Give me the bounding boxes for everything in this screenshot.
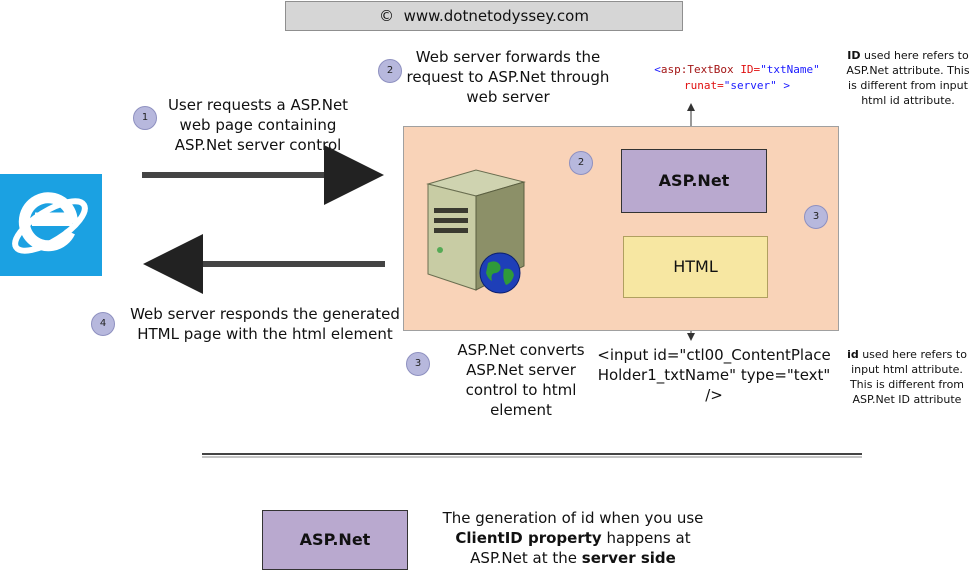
copyright-banner: © www.dotnetodyssey.com bbox=[285, 1, 683, 31]
note-bottom-bold: id bbox=[847, 348, 859, 361]
code-id-attr: ID= bbox=[740, 63, 761, 76]
legend-line-1: The generation of id when you use bbox=[442, 509, 704, 527]
asp-textbox-code: <asp:TextBox ID="txtName" runat="server"… bbox=[630, 62, 844, 94]
code-close-bracket: > bbox=[776, 79, 790, 92]
site-url: www.dotnetodyssey.com bbox=[403, 7, 589, 25]
note-top-text: used here refers to ASP.Net attribute. T… bbox=[846, 49, 970, 107]
step-3-inner-badge: 3 bbox=[804, 205, 828, 229]
html-box: HTML bbox=[623, 236, 768, 298]
legend-line-3: ASP.Net at the bbox=[470, 549, 582, 567]
step-3-badge: 3 bbox=[406, 352, 430, 376]
html-input-code: <input id="ctl00_ContentPlaceHolder1_txt… bbox=[597, 346, 831, 404]
internet-explorer-icon bbox=[0, 174, 102, 276]
step-2-text: Web server forwards the request to ASP.N… bbox=[406, 48, 610, 106]
copyright-symbol: © bbox=[379, 7, 395, 25]
note-bottom-text: used here refers to input html attribute… bbox=[849, 348, 967, 406]
code-tag: asp:TextBox bbox=[660, 63, 734, 76]
legend-clientid: ClientID property bbox=[455, 529, 602, 547]
legend-server-side: server side bbox=[581, 549, 676, 567]
code-open-bracket: < bbox=[654, 63, 661, 76]
step-4-badge: 4 bbox=[91, 312, 115, 336]
note-top-bold: ID bbox=[847, 49, 861, 62]
step-2-badge: 2 bbox=[378, 59, 402, 83]
step-1-badge: 1 bbox=[133, 106, 157, 130]
code-runat-attr: runat= bbox=[684, 79, 724, 92]
step-1-text: User requests a ASP.Net web page contain… bbox=[167, 96, 349, 154]
aspnet-box: ASP.Net bbox=[621, 149, 767, 213]
id-note-top: ID used here refers to ASP.Net attribute… bbox=[843, 48, 973, 108]
code-id-value: "txtName" bbox=[760, 63, 820, 76]
legend-aspnet-box: ASP.Net bbox=[262, 510, 408, 570]
id-note-bottom: id used here refers to input html attrib… bbox=[845, 347, 969, 407]
legend-line-2: happens at bbox=[601, 529, 691, 547]
globe-icon bbox=[478, 251, 522, 295]
legend-text: The generation of id when you use Client… bbox=[420, 508, 726, 568]
step-3-text: ASP.Net converts ASP.Net server control … bbox=[457, 341, 585, 419]
code-runat-value: "server" bbox=[723, 79, 777, 92]
step-4-text: Web server responds the generated HTML p… bbox=[130, 305, 400, 343]
step-2-inner-badge: 2 bbox=[569, 151, 593, 175]
